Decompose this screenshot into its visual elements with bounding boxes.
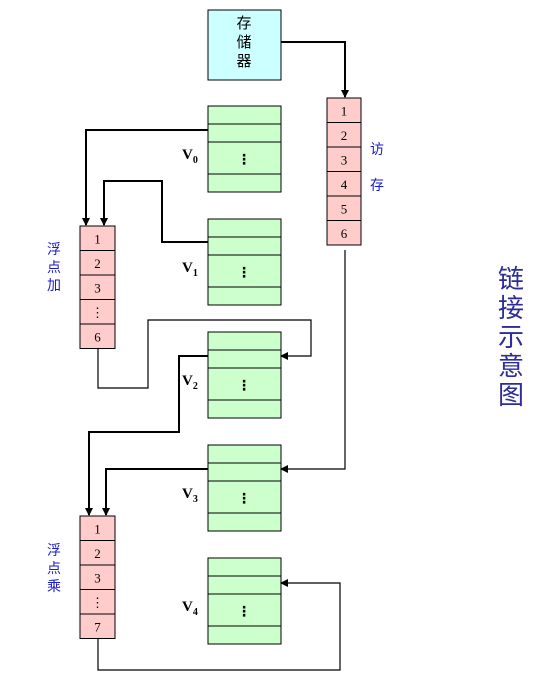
register-slot: [207, 593, 282, 627]
title-char-1: 链: [498, 265, 524, 295]
title-char-2: 接: [498, 294, 524, 324]
fmul-label-char-2: 点: [47, 561, 61, 577]
fadd-to-v2-arrow: [97, 319, 312, 389]
memory-to-access-arrow: [281, 41, 349, 98]
fmul-stage-5: [79, 613, 116, 639]
fadd-stage-5: [79, 323, 116, 349]
fmul-stage-label: ⋮: [91, 595, 104, 610]
register-slot: [207, 349, 282, 369]
fadd-label-char-3: 加: [47, 278, 61, 294]
fadd-stage-1: [79, 225, 116, 251]
register-slot: [207, 218, 282, 238]
register-slot: [207, 462, 282, 482]
access-stage-label: 6: [341, 226, 348, 241]
fmul-stage-4: [79, 589, 116, 615]
register-slot: [207, 254, 282, 288]
fadd-stage-4: [79, 299, 116, 325]
register-slot: [207, 236, 282, 256]
register-ellipsis: ⋮: [237, 265, 251, 281]
register-slot: [207, 105, 282, 125]
fmul-stage-2: [79, 540, 116, 566]
register-slot: [207, 399, 282, 419]
access-stage-label: 3: [341, 152, 348, 167]
register-ellipsis: ⋮: [237, 378, 251, 394]
register-slot: [207, 444, 282, 464]
v0-to-fadd-arrow: [82, 129, 208, 226]
vector-register-v0: ⋮ V0: [182, 105, 282, 193]
access-stage-6: [326, 220, 362, 246]
fadd-label-char-2: 点: [47, 260, 61, 276]
register-slot: [207, 331, 282, 351]
register-slot: [207, 625, 282, 645]
register-slot: [207, 123, 282, 143]
memory-box: 存 储 器: [207, 9, 282, 81]
register-label: V3: [182, 486, 198, 505]
fmul-label-char-3: 乘: [47, 579, 61, 595]
register-slot: [207, 557, 282, 577]
access-stage-5: [326, 195, 362, 221]
access-stage-label: 5: [341, 201, 348, 216]
register-slot: [207, 512, 282, 532]
register-ellipsis: ⋮: [237, 491, 251, 507]
vector-register-v2: ⋮ V2: [182, 331, 282, 419]
fmul-stage-label: 7: [94, 619, 101, 634]
register-label: V0: [182, 147, 198, 166]
fadd-stage-label: 2: [94, 256, 101, 271]
fadd-stage-label: 3: [94, 280, 101, 295]
memory-label-char-3: 器: [236, 52, 251, 70]
float-multiply-pipeline: 1 2 3 ⋮ 7: [79, 515, 116, 639]
register-slot: [207, 286, 282, 306]
fmul-stage-label: 1: [94, 521, 101, 536]
fadd-stage-label: 1: [94, 231, 101, 246]
register-ellipsis: ⋮: [237, 152, 251, 168]
fadd-stage-label: 6: [94, 329, 101, 344]
fmul-to-v4-arrow: [97, 579, 341, 671]
float-add-pipeline: 1 2 3 ⋮ 6: [79, 225, 116, 349]
fadd-stage-3: [79, 274, 116, 300]
access-stage-label: 4: [341, 177, 348, 192]
access-to-v3-arrow: [280, 250, 346, 473]
vector-register-v4: ⋮ V4: [182, 557, 282, 645]
register-label: V4: [182, 599, 198, 618]
register-slot: [207, 480, 282, 514]
vector-register-v1: ⋮ V1: [182, 218, 282, 306]
vector-register-v3: ⋮ V3: [182, 444, 282, 532]
fadd-label-char-1: 浮: [47, 242, 61, 258]
fadd-stage-label: ⋮: [91, 305, 104, 320]
access-stage-3: [326, 146, 362, 172]
v3-to-fmul-arrow: [102, 468, 208, 516]
access-label-char-1: 访: [370, 142, 384, 158]
register-slot: [207, 367, 282, 401]
access-stage-label: 1: [341, 103, 348, 118]
access-label-char-2: 存: [370, 178, 384, 194]
memory-label-char-1: 存: [236, 14, 251, 32]
register-label: V1: [182, 260, 198, 279]
connections: [82, 41, 349, 671]
register-slot: [207, 173, 282, 193]
v2-to-fmul-arrow: [85, 355, 208, 516]
register-slot: [207, 575, 282, 595]
v1-to-fadd-arrow: [100, 180, 208, 243]
memory-label-char-2: 储: [236, 33, 251, 51]
diagram-title: 链 接 示 意 图: [498, 265, 524, 411]
fmul-label-char-1: 浮: [47, 543, 61, 559]
fmul-stage-label: 3: [94, 570, 101, 585]
vector-registers: ⋮ V0 ⋮ V1 ⋮ V2 ⋮ V3 ⋮ V4: [182, 105, 282, 645]
register-ellipsis: ⋮: [237, 604, 251, 620]
title-char-3: 示: [498, 323, 524, 353]
access-stage-label: 2: [341, 128, 348, 143]
fmul-stage-label: 2: [94, 546, 101, 561]
register-label: V2: [182, 373, 198, 392]
title-char-4: 意: [498, 352, 524, 382]
title-char-5: 图: [498, 381, 524, 411]
register-slot: [207, 141, 282, 175]
memory-access-pipeline: 1 2 3 4 5 6: [326, 97, 362, 246]
